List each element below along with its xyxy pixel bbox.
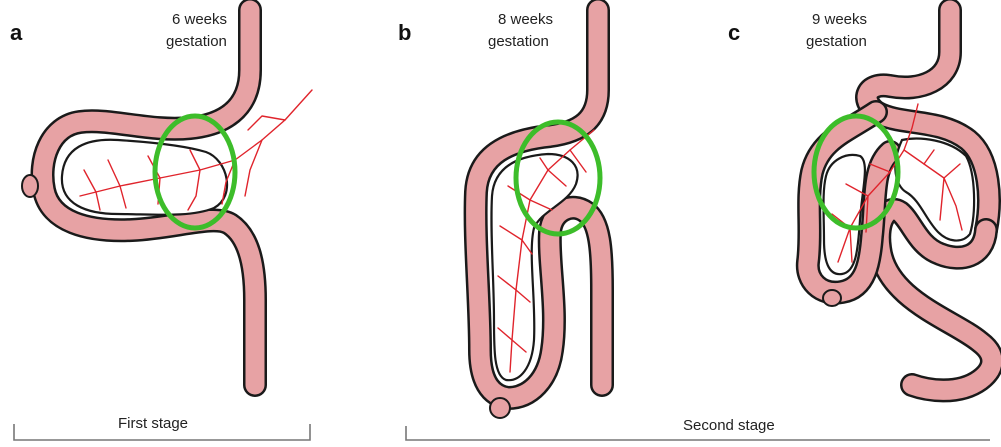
- panel-b: b 8 weeks gestation: [398, 10, 602, 418]
- panel-b-intestinal-loop: [476, 10, 602, 418]
- second-stage-label: Second stage: [683, 417, 775, 434]
- panel-a-gestation: gestation: [166, 33, 227, 50]
- second-stage-bracket: Second stage: [406, 417, 990, 440]
- panel-a-intestinal-loop: [22, 10, 255, 385]
- panel-c-letter: c: [728, 20, 740, 45]
- first-stage-bracket: First stage: [14, 415, 310, 440]
- panel-a-letter: a: [10, 20, 23, 45]
- first-stage-label: First stage: [118, 415, 188, 432]
- panel-b-weeks: 8 weeks: [498, 11, 553, 28]
- panel-a-mesentery: [62, 140, 227, 215]
- panel-c-intestinal-loop: [808, 10, 992, 390]
- panel-a: a 6 weeks gestation: [10, 10, 312, 385]
- panel-b-letter: b: [398, 20, 411, 45]
- panel-c-gestation: gestation: [806, 33, 867, 50]
- panel-c-weeks: 9 weeks: [812, 11, 867, 28]
- panel-a-weeks: 6 weeks: [172, 11, 227, 28]
- panel-c: c 9 weeks gestation: [728, 10, 992, 390]
- panel-b-gestation: gestation: [488, 33, 549, 50]
- panel-b-mesentery: [491, 154, 577, 380]
